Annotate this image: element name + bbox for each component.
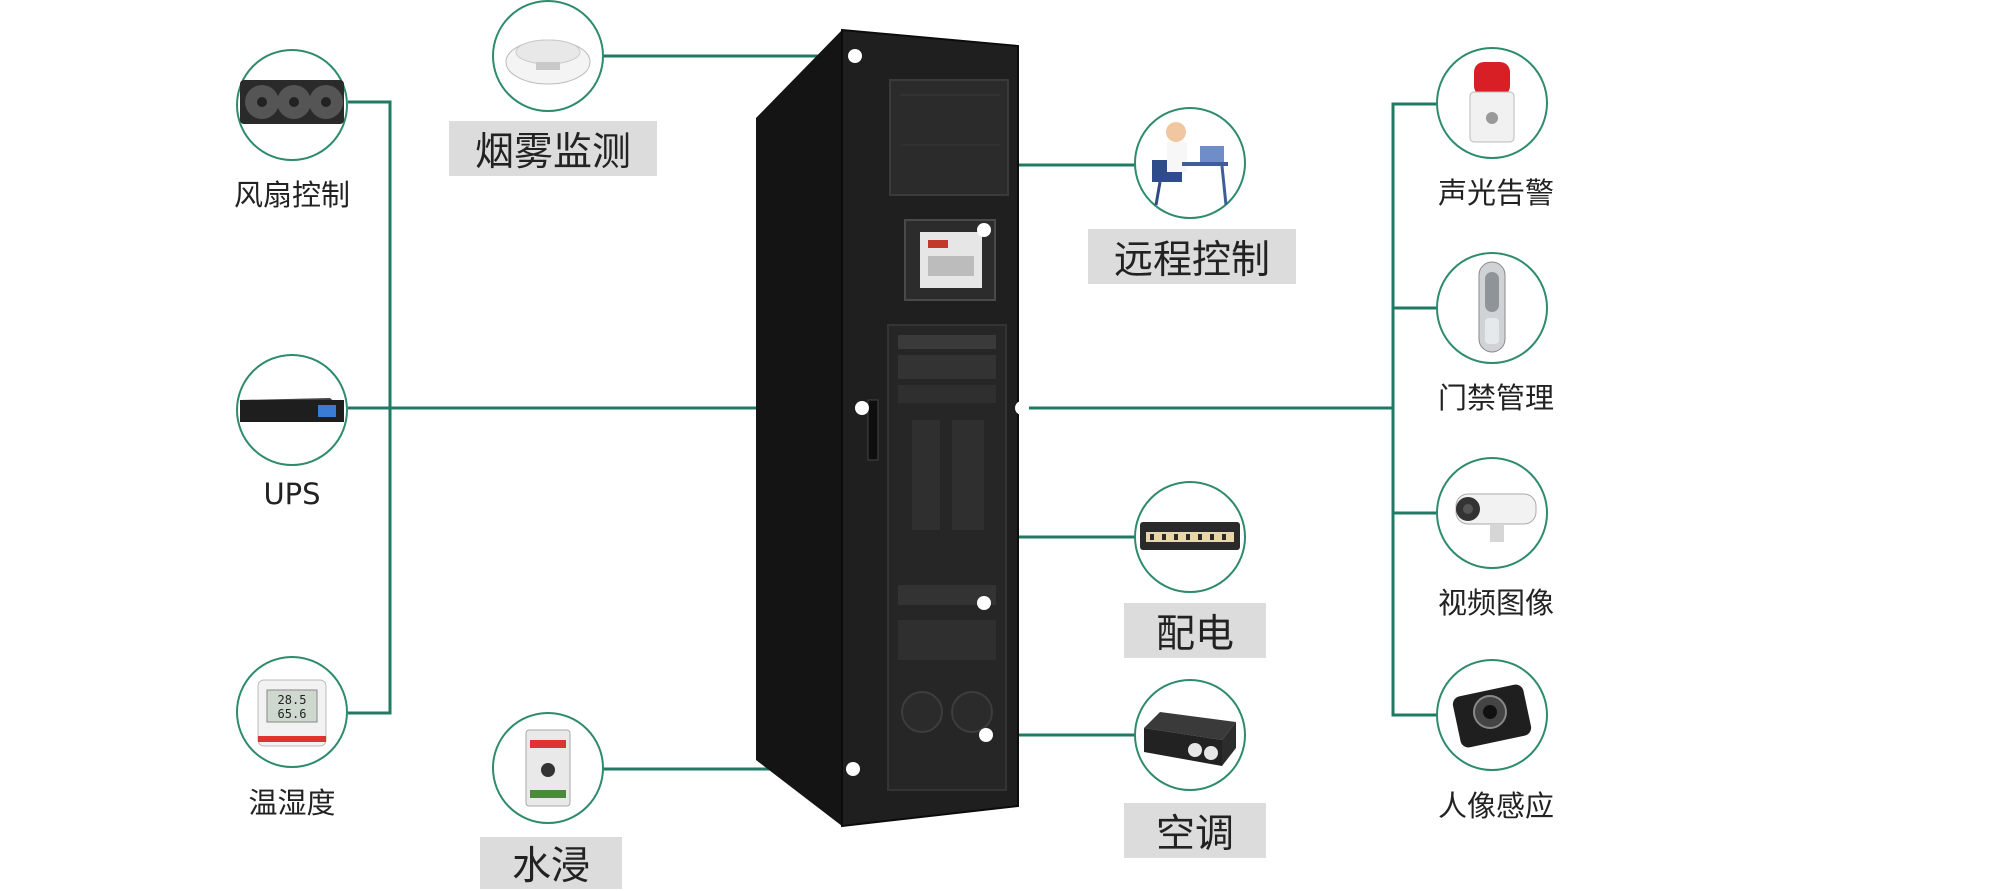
cabinet-handle — [867, 399, 879, 461]
fan-module-icon — [240, 80, 344, 124]
air-conditioner-icon — [1144, 712, 1236, 766]
label-fan: 风扇控制 — [233, 178, 351, 212]
operator-at-desk-icon — [1152, 122, 1228, 206]
label-remote: 远程控制 — [1088, 229, 1296, 284]
cabinet-top-window — [889, 79, 1009, 196]
label-video: 视频图像 — [1437, 586, 1555, 620]
dot-water — [846, 762, 860, 776]
ups-unit-icon — [240, 398, 344, 422]
dot-smoke — [848, 49, 862, 63]
hygrometer-icon: 28.5 65.6 — [257, 679, 327, 747]
dot-remote — [977, 223, 991, 237]
dot-power — [977, 596, 991, 610]
water-sensor-icon — [525, 729, 571, 807]
dot-ups — [855, 401, 869, 415]
bullet-camera-icon — [1455, 493, 1537, 542]
label-ups: UPS — [263, 477, 321, 511]
svg-text:28.5: 28.5 — [278, 693, 307, 707]
dot-aircon — [979, 728, 993, 742]
label-power: 配电 — [1124, 603, 1266, 658]
label-aircon: 空调 — [1124, 803, 1266, 858]
label-face: 人像感应 — [1437, 789, 1555, 823]
server-cabinet — [756, 28, 1029, 828]
label-alarm: 声光告警 — [1437, 176, 1555, 210]
label-water: 水浸 — [480, 837, 622, 889]
connector-right-bracket — [1391, 102, 1438, 717]
power-strip-icon — [1140, 522, 1240, 550]
label-access: 门禁管理 — [1437, 381, 1555, 415]
label-smoke: 烟雾监测 — [449, 121, 657, 176]
svg-text:65.6: 65.6 — [278, 707, 307, 721]
alarm-siren-icon — [1469, 62, 1515, 143]
smoke-detector-icon — [505, 39, 591, 85]
cabinet-side-panel — [756, 30, 842, 826]
door-lock-icon — [1478, 261, 1506, 353]
dot-right — [1015, 401, 1029, 415]
face-sensor-icon — [1452, 684, 1532, 748]
label-temp: 温湿度 — [248, 786, 336, 820]
